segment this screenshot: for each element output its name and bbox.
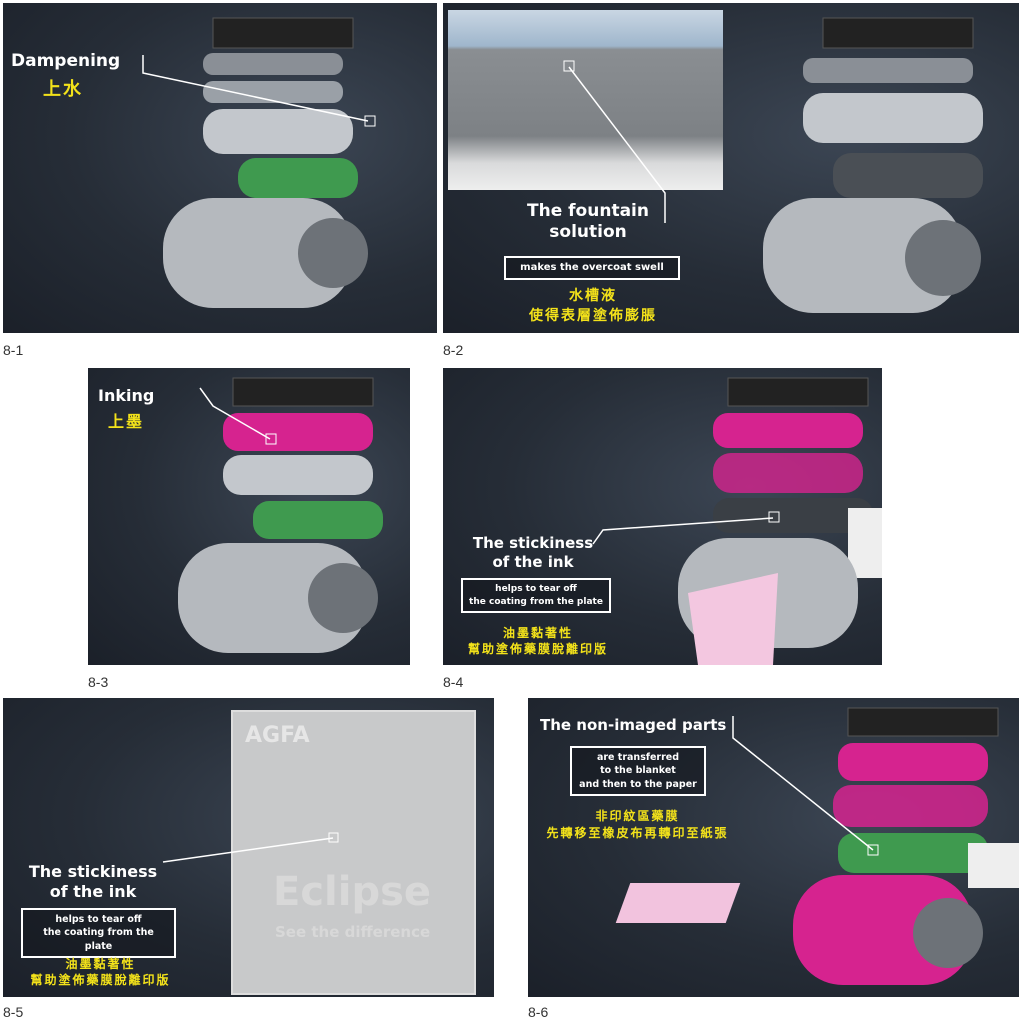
panel-title-zh: 水槽液使得表層塗佈膨脹 [493, 286, 693, 327]
box-line-2: the coating from the plate [43, 927, 154, 952]
zh-line-1: 油墨黏著性 [65, 957, 136, 971]
panel-title: Inking [98, 386, 155, 405]
zh-line-1: 非印紋區藥膜 [595, 809, 680, 823]
panel-title-zh: 油墨黏著性幫助塗佈藥膜脫離印版 [448, 626, 628, 657]
press-unit-illustration [678, 377, 882, 665]
zh-line-1: 水槽液 [569, 288, 617, 304]
panel-8-1: Dampening 上水 [3, 3, 437, 333]
panel-8-3: Inking 上墨 [88, 368, 410, 665]
caption-box: makes the overcoat swell [504, 256, 680, 280]
panel-title: The non-imaged parts [540, 716, 727, 734]
caption: 8-2 [443, 342, 464, 358]
title-line-1: The stickiness [28, 862, 158, 881]
caption: 8-1 [3, 342, 24, 358]
zh-line-1: 油墨黏著性 [502, 626, 573, 640]
zh-line-2: 幫助塗佈藥膜脫離印版 [30, 972, 171, 987]
panel-title-zh: 油墨黏著性幫助塗佈藥膜脫離印版 [8, 957, 193, 988]
title-line-1: The fountain [527, 201, 649, 221]
press-unit-illustration [763, 17, 983, 313]
panel-title-zh: 上水 [43, 79, 83, 100]
title-line-1: The stickiness [472, 534, 594, 552]
plate-product: Eclipse [273, 869, 432, 915]
caption: 8-5 [3, 1004, 24, 1020]
title-line-2: of the ink [49, 882, 137, 901]
panel-title: Dampening [11, 51, 121, 71]
title-line-2: of the ink [492, 552, 574, 571]
overcoat-closeup [448, 10, 723, 190]
box-line-2: the coating from the plate [469, 596, 603, 607]
plate-brand: AGFA [245, 723, 310, 748]
zh-line-2: 幫助塗佈藥膜脫離印版 [467, 641, 608, 656]
printing-plate: AGFA Eclipse See the difference [231, 710, 476, 995]
box-line-1: helps to tear off [495, 584, 577, 594]
panel-title-zh: 上墨 [108, 412, 145, 431]
caption: 8-3 [88, 674, 109, 690]
panel-8-6: The non-imaged parts are transferred to t… [528, 698, 1019, 997]
caption-box: helps to tear off the coating from the pl… [21, 908, 176, 958]
panel-8-5: AGFA Eclipse See the difference The stic… [3, 698, 494, 997]
box-line-1: helps to tear off [55, 914, 142, 925]
caption: 8-6 [528, 1004, 549, 1020]
title-line-2: solution [549, 222, 627, 243]
panel-title-zh: 非印紋區藥膜先轉移至橡皮布再轉印至紙張 [530, 808, 745, 843]
plate-tagline: See the difference [275, 923, 431, 941]
caption: 8-4 [443, 674, 464, 690]
caption-box: helps to tear off the coating from the pl… [461, 578, 611, 614]
box-line-2: to the blanket [600, 765, 676, 777]
box-line-3: and then to the paper [579, 778, 697, 790]
zh-line-2: 使得表層塗佈膨脹 [529, 308, 657, 325]
box-line-1: are transferred [596, 752, 680, 763]
press-unit-illustration [178, 377, 383, 653]
zh-line-2: 先轉移至橡皮布再轉印至紙張 [546, 826, 729, 841]
press-unit-illustration [163, 17, 368, 308]
press-unit-illustration [793, 707, 1019, 985]
